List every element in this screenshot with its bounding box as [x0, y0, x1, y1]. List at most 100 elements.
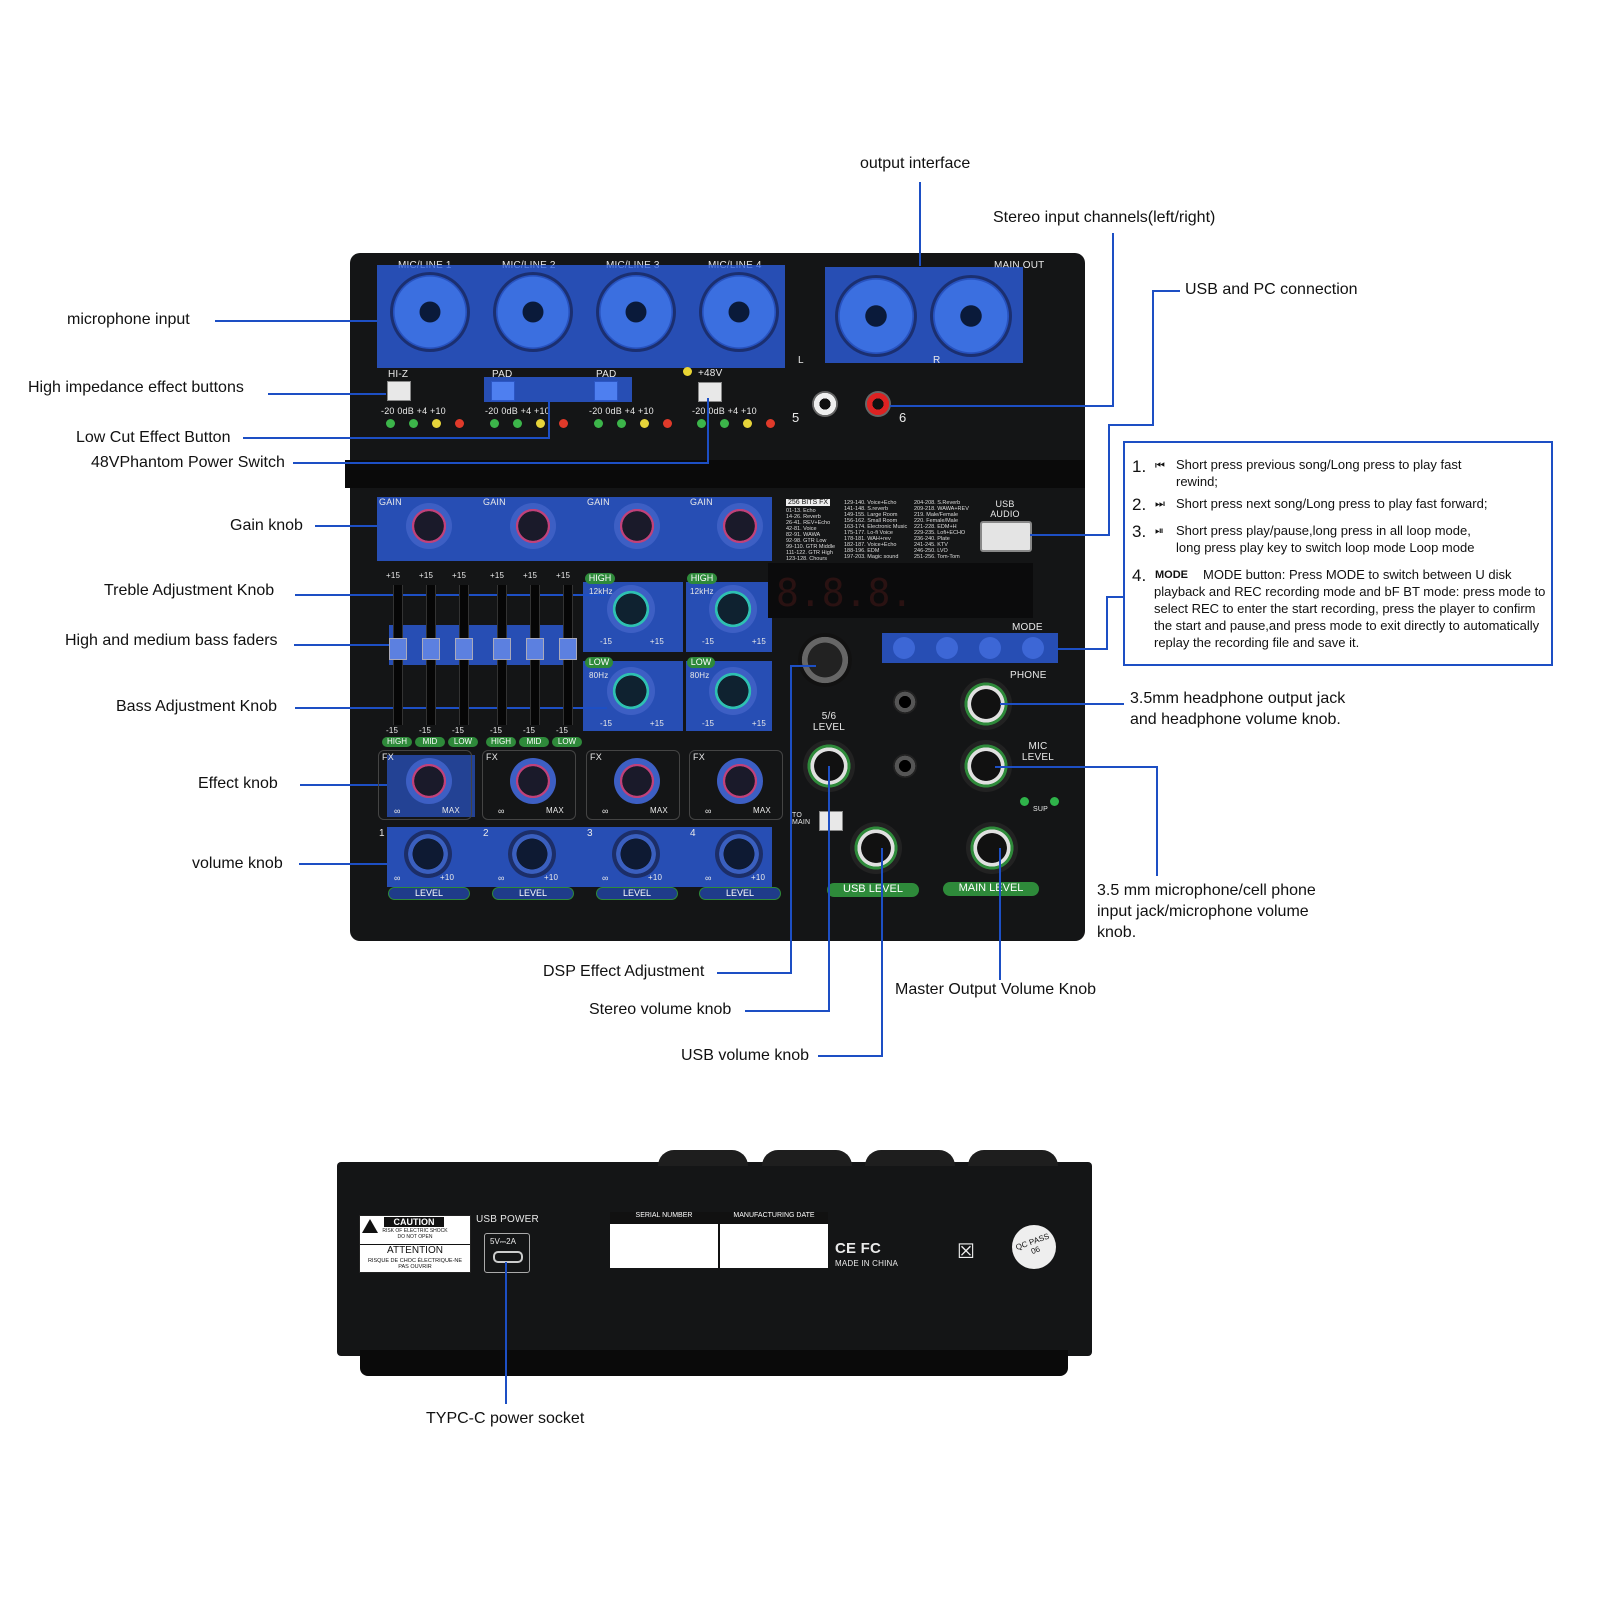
meter-led-2-1	[490, 419, 499, 428]
mode-label: MODE	[1012, 622, 1043, 633]
callout-typec: TYPC-C power socket	[426, 1410, 585, 1427]
rca-input-5[interactable]	[812, 391, 838, 417]
main-volume-knob[interactable]	[966, 822, 1018, 874]
fader-cap-1-2[interactable]	[422, 638, 440, 660]
next-button[interactable]	[936, 637, 958, 659]
led-display: 8.8.8.	[768, 563, 1033, 618]
mode-button[interactable]	[1022, 637, 1044, 659]
to-main-button[interactable]	[819, 811, 843, 831]
fader-cap-1-1[interactable]	[389, 638, 407, 660]
bass-knob-4[interactable]	[709, 667, 757, 715]
callout-usb-volume: USB volume knob	[681, 1047, 810, 1064]
fx-scale-max-1: MAX	[442, 806, 460, 815]
dsp-effect-knob[interactable]	[798, 633, 852, 687]
line-low-cut-v	[548, 400, 550, 439]
fader-cap-2-1[interactable]	[493, 638, 511, 660]
prev-button[interactable]	[893, 637, 915, 659]
treble-knob-2[interactable]	[607, 585, 655, 633]
level-knob-2[interactable]	[508, 830, 556, 878]
phantom-button[interactable]	[698, 382, 722, 402]
level-56-label: 5/6 LEVEL	[812, 711, 846, 733]
gain-knob-3[interactable]	[614, 503, 660, 549]
fader-bottom-1-1: -15	[386, 726, 399, 735]
line-usb-pc-h2	[1108, 424, 1154, 426]
main-out-right-jack[interactable]	[930, 275, 1012, 357]
level-knob-3[interactable]	[612, 830, 660, 878]
meter-labels-3: -20 0dB +4 +10	[589, 406, 654, 416]
fader-top-2-1: +15	[490, 571, 505, 580]
next-track-icon: ⏭	[1155, 498, 1165, 510]
fx-scale-min-2: ∞	[498, 806, 505, 816]
line-high-impedance	[268, 393, 386, 395]
combo-jack-1[interactable]	[390, 272, 470, 352]
line-dsp-h2	[790, 665, 816, 667]
line-usb-vol-h	[818, 1055, 883, 1057]
main-out-left-jack[interactable]	[835, 275, 917, 357]
line-phantom-v	[707, 398, 709, 464]
fader-cap-2-2[interactable]	[526, 638, 544, 660]
meter-led-3-1	[594, 419, 603, 428]
combo-jack-2[interactable]	[493, 272, 573, 352]
play-pause-button[interactable]	[979, 637, 1001, 659]
fader-top-1-2: +15	[419, 571, 434, 580]
fx-knob-1[interactable]	[406, 758, 452, 804]
line-gain-knob	[315, 525, 377, 527]
usb-volume-knob[interactable]	[850, 822, 902, 874]
fx-list-entry: 92-98. GTR Low	[786, 538, 827, 544]
pad-button-2[interactable]	[491, 381, 515, 401]
fader-top-1-1: +15	[386, 571, 401, 580]
gain-knob-2[interactable]	[510, 503, 556, 549]
gain-knob-1[interactable]	[406, 503, 452, 549]
fx-list-entry: 123-128. Chours	[786, 556, 827, 562]
hiz-button[interactable]	[387, 381, 411, 401]
fader-cap-2-3[interactable]	[559, 638, 577, 660]
fx-list-entry: 220. Female/Male	[914, 518, 959, 524]
combo-jack-3[interactable]	[596, 272, 676, 352]
fx-knob-2[interactable]	[510, 758, 556, 804]
bass-knob-2[interactable]	[607, 667, 655, 715]
fx-knob-3[interactable]	[614, 758, 660, 804]
level-tag-3: LEVEL	[596, 887, 678, 900]
gain-knob-4[interactable]	[717, 503, 763, 549]
callout-stereo-input: Stereo input channels(left/right)	[993, 209, 1216, 226]
typec-socket[interactable]: 5V⎓2A	[484, 1233, 530, 1273]
usb-port[interactable]	[980, 521, 1032, 552]
callout-usb-pc: USB and PC connection	[1185, 281, 1358, 298]
level-knob-4[interactable]	[715, 830, 763, 878]
meter-led-4-1	[697, 419, 706, 428]
info-num-3: 3.	[1132, 522, 1147, 541]
sup-label: SUP	[1033, 806, 1048, 813]
made-in-china: MADE IN CHINA	[835, 1259, 899, 1268]
mic-level-label: MIC LEVEL	[1021, 741, 1055, 763]
mode-icon-text: MODE	[1155, 569, 1188, 581]
rear-top-knob-3	[865, 1150, 955, 1166]
fx-list-entry: 236-240. Plate	[914, 536, 950, 542]
callout-dsp: DSP Effect Adjustment	[543, 963, 705, 980]
mic-jack[interactable]	[893, 754, 917, 778]
caution-label: CAUTION RISK OF ELECTRIC SHOCK DO NOT OP…	[359, 1215, 471, 1273]
meter-led-4-4	[766, 419, 775, 428]
fx-list-entry: 14-26. Reverb	[786, 514, 821, 520]
pad-button-3[interactable]	[594, 381, 618, 401]
low-tag-4: LOW	[687, 657, 715, 668]
line-mic-v	[1156, 766, 1158, 876]
fx-list-entry: 229-235. Lofi+ECHO	[914, 530, 966, 536]
line-low-cut-h	[243, 437, 550, 439]
fader-name-1-2: MID	[415, 737, 445, 747]
play-pause-icon: ⏯	[1155, 525, 1164, 537]
eq-scale-treble-2: -15+15	[600, 637, 664, 646]
headphone-jack[interactable]	[893, 690, 917, 714]
level-knob-1[interactable]	[404, 830, 452, 878]
fx-knob-4[interactable]	[717, 758, 763, 804]
combo-jack-4[interactable]	[699, 272, 779, 352]
fx-label-1: FX	[382, 752, 394, 762]
info-num-1: 1.	[1132, 457, 1147, 476]
hiz-label: HI-Z	[388, 369, 409, 380]
rca-input-6[interactable]	[865, 391, 891, 417]
usb-power-label: USB POWER	[476, 1214, 539, 1225]
fader-cap-1-3[interactable]	[455, 638, 473, 660]
treble-knob-4[interactable]	[709, 585, 757, 633]
callout-effect: Effect knob	[198, 775, 278, 792]
level-tag-2: LEVEL	[492, 887, 574, 900]
